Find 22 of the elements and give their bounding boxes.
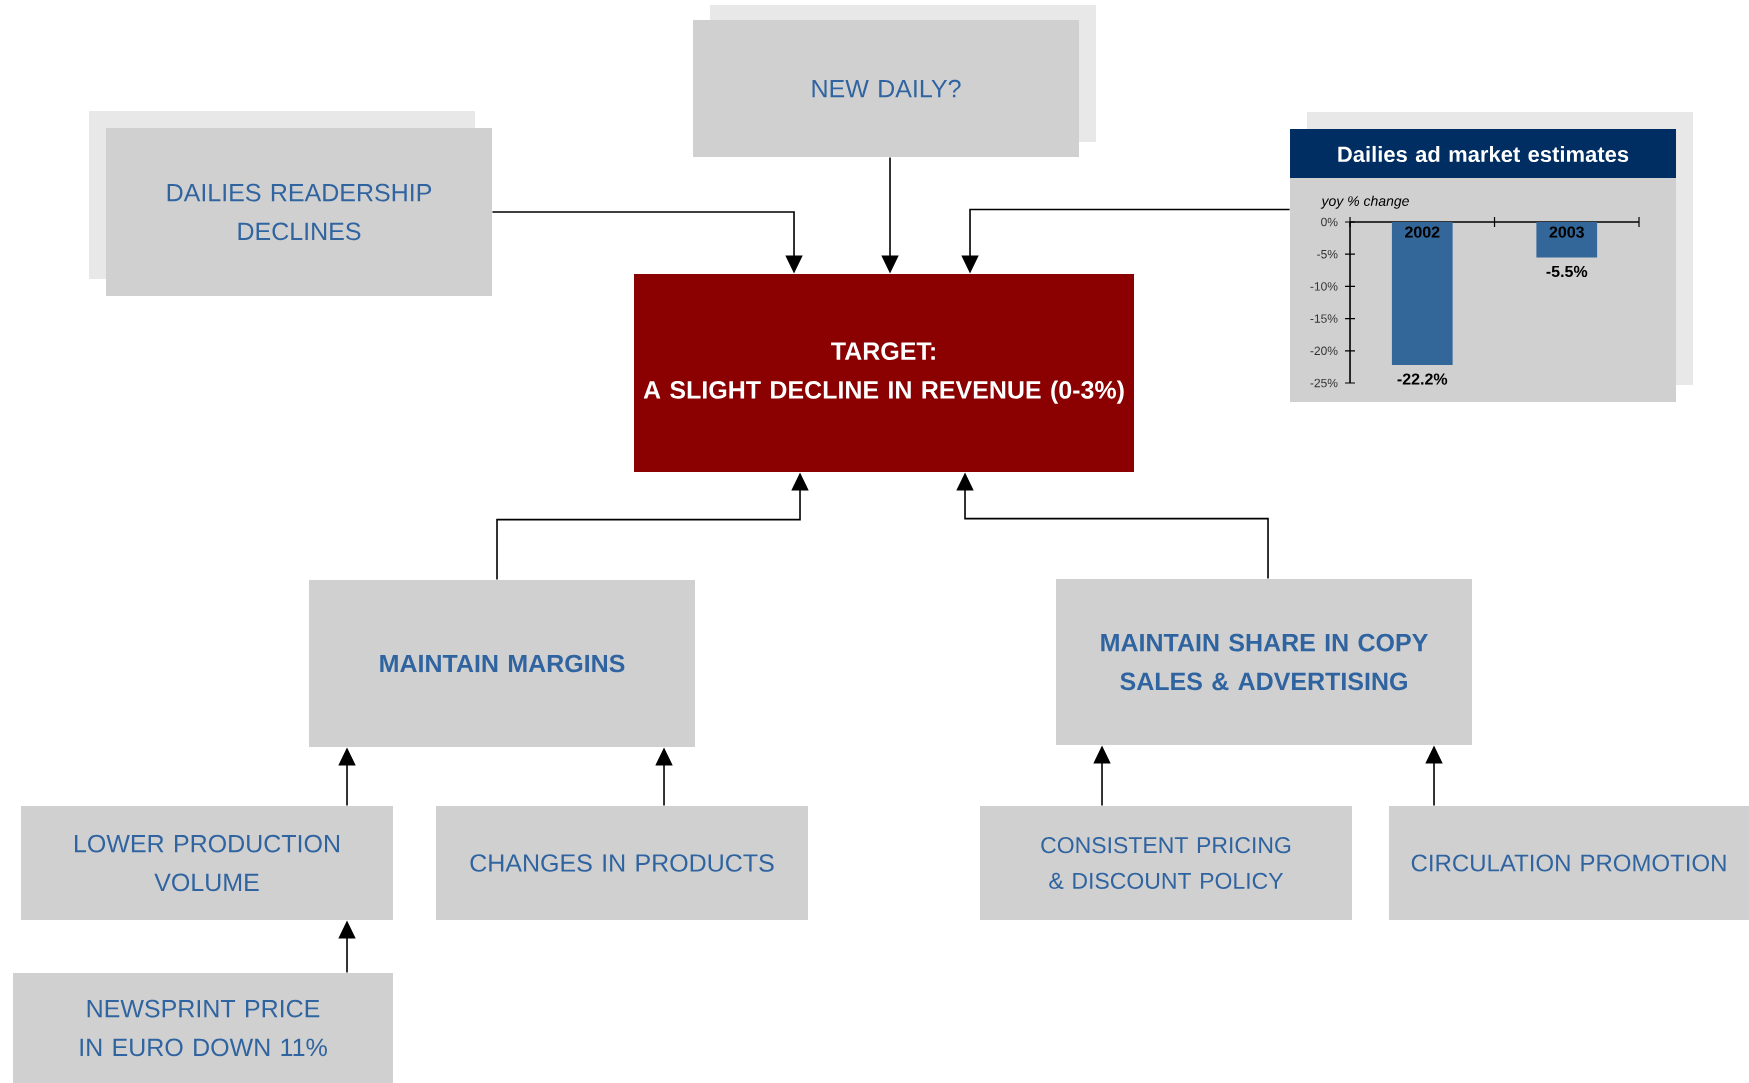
process-box: LOWER PRODUCTION VOLUME — [21, 806, 393, 920]
process-box: CIRCULATION PROMOTION — [1389, 806, 1749, 920]
y-tick-label: -10% — [1310, 282, 1338, 291]
text: -22.2% — [1397, 373, 1448, 385]
y-tick-label: 0% — [1321, 217, 1338, 227]
process-box: MAINTAIN SHARE IN COPY SALES & ADVERTISING — [1056, 579, 1472, 745]
process-box: CONSISTENT PRICING & DISCOUNT POLICY — [980, 806, 1352, 920]
process-box: NEWSPRINT PRICE IN EURO DOWN 11% — [13, 973, 393, 1083]
y-tick-label: -25% — [1310, 378, 1338, 388]
chart-title-bar: Dailies ad market estimates — [1290, 129, 1676, 178]
target-box: TARGET: A SLIGHT DECLINE IN REVENUE (0-3%) — [634, 274, 1134, 472]
process-box: CHANGES IN PRODUCTS — [436, 806, 808, 920]
y-tick-label: -15% — [1310, 314, 1338, 323]
y-tick-label: -20% — [1310, 346, 1338, 356]
x-tick-label: 2002 — [1405, 226, 1440, 238]
x-tick-label: 2003 — [1549, 226, 1584, 238]
process-box: DAILIES READERSHIP DECLINES — [89, 111, 492, 296]
process-box: MAINTAIN MARGINS — [309, 580, 695, 747]
y-axis-title: yoy % change — [1320, 195, 1409, 209]
process-box: NEW DAILY? — [693, 5, 1096, 157]
y-tick-label: -5% — [1317, 249, 1338, 259]
text: -5.5% — [1546, 265, 1588, 278]
